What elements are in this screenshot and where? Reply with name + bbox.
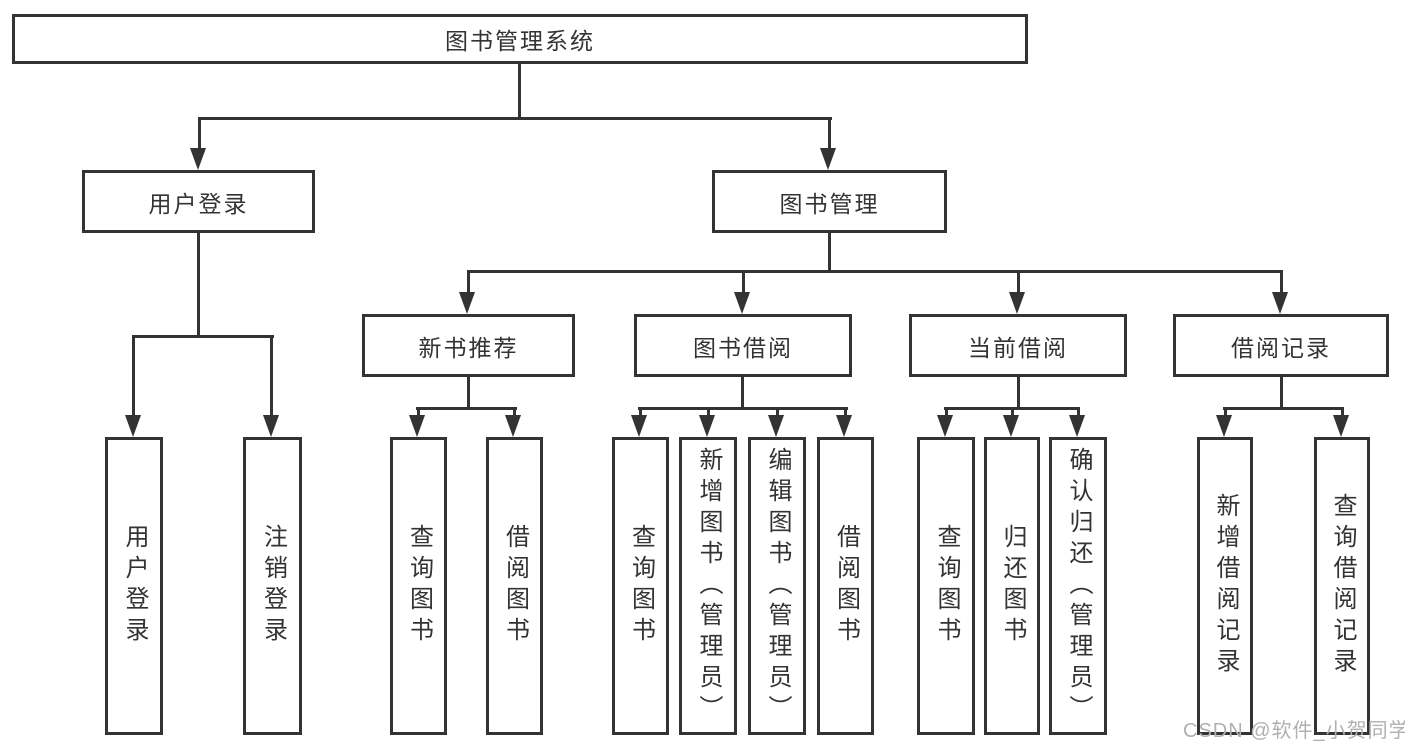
leaf-query-books: 查询图书 (612, 437, 669, 735)
arrow-down-icon (1069, 415, 1085, 437)
leaf-query-books: 查询图书 (917, 437, 975, 735)
edge-line (1341, 407, 1344, 417)
edge-line (1280, 377, 1283, 407)
node-borrowing-records: 借阅记录 (1173, 314, 1389, 377)
edge-line (1077, 407, 1080, 417)
edge-line (416, 407, 517, 410)
edge-line (270, 335, 273, 417)
leaf-return-books: 归还图书 (984, 437, 1040, 735)
arrow-down-icon (1003, 415, 1019, 437)
edge-line (776, 407, 779, 417)
edge-line (1017, 377, 1020, 407)
edge-line (198, 117, 832, 120)
arrow-down-icon (734, 292, 750, 314)
leaf-borrow-books: 借阅图书 (486, 437, 543, 735)
edge-line (1223, 407, 1344, 410)
arrow-down-icon (768, 415, 784, 437)
edge-line (417, 407, 420, 417)
edge-line (742, 270, 745, 294)
edge-line (467, 377, 470, 407)
arrow-down-icon (409, 415, 425, 437)
node-user-login-branch: 用户登录 (82, 170, 315, 233)
edge-line (132, 335, 135, 417)
edge-line (639, 407, 642, 417)
leaf-query-borrow-record: 查询借阅记录 (1314, 437, 1370, 735)
node-current-borrowing: 当前借阅 (909, 314, 1127, 377)
leaf-borrow-books: 借阅图书 (817, 437, 874, 735)
leaf-logout: 注销登录 (243, 437, 302, 735)
leaf-user-login: 用户登录 (105, 437, 163, 735)
leaf-edit-books-admin: 编辑图书（管理员） (748, 437, 806, 735)
edge-line (513, 407, 516, 417)
edge-line (741, 377, 744, 407)
arrow-down-icon (1216, 415, 1232, 437)
edge-line (1017, 270, 1020, 294)
arrow-down-icon (505, 415, 521, 437)
arrow-down-icon (836, 415, 852, 437)
edge-line (1224, 407, 1227, 417)
arrow-down-icon (1009, 292, 1025, 314)
node-library-system: 图书管理系统 (12, 14, 1028, 64)
leaf-confirm-return-admin: 确认归还（管理员） (1049, 437, 1107, 735)
edge-line (467, 270, 1283, 273)
edge-line (945, 407, 948, 417)
arrow-down-icon (190, 148, 206, 170)
arrow-down-icon (937, 415, 953, 437)
edge-line (467, 270, 470, 294)
edge-line (844, 407, 847, 417)
leaf-query-books: 查询图书 (390, 437, 447, 735)
arrow-down-icon (699, 415, 715, 437)
node-new-book-recommendation: 新书推荐 (362, 314, 575, 377)
edge-line (1280, 270, 1283, 294)
edge-line (197, 233, 200, 335)
edge-line (707, 407, 710, 417)
node-book-management: 图书管理 (712, 170, 947, 233)
leaf-add-borrow-record: 新增借阅记录 (1197, 437, 1253, 735)
arrow-down-icon (125, 415, 141, 437)
edge-line (132, 335, 274, 338)
arrow-down-icon (459, 292, 475, 314)
arrow-down-icon (820, 148, 836, 170)
arrow-down-icon (631, 415, 647, 437)
leaf-add-books-admin: 新增图书（管理员） (679, 437, 737, 735)
edge-line (828, 117, 831, 151)
arrow-down-icon (1333, 415, 1349, 437)
arrow-down-icon (1272, 292, 1288, 314)
arrow-down-icon (263, 415, 279, 437)
edge-line (198, 117, 201, 151)
edge-line (828, 233, 831, 270)
node-book-borrowing: 图书借阅 (634, 314, 852, 377)
edge-line (518, 64, 521, 117)
edge-line (1011, 407, 1014, 417)
csdn-watermark: CSDN @软件_小贺同学 (1183, 720, 1405, 742)
edge-line (638, 407, 848, 410)
